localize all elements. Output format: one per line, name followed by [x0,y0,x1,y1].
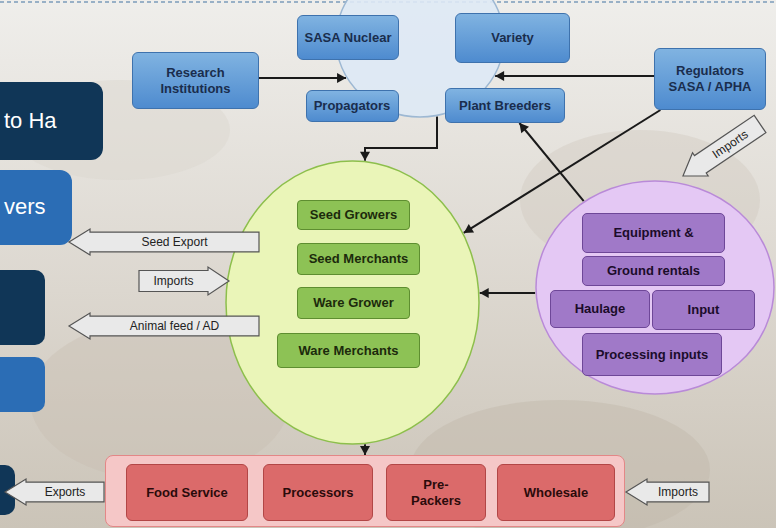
process-box: Seed Growers [297,200,410,230]
group-ellipse: SASA NuclearVarietyPropagatorsPlant Bree… [335,0,505,118]
section-tab [0,357,45,412]
arrow-outline [69,313,259,339]
process-box: Haulage [550,290,650,328]
process-box: Wholesale [497,464,615,521]
connector-arrow [360,116,437,160]
node-label: Plant Breeders [459,98,551,114]
connector-arrow [360,444,370,455]
process-box: Research Institutions [132,52,259,109]
arrow-head [480,288,489,298]
node-label: Processors [283,485,354,501]
node-label: Wholesale [524,485,588,501]
flow-arrow: Imports [138,266,230,296]
group-band: Food Service Processors Pre- Packers Wholes… [105,455,625,527]
section-tab [0,270,45,345]
node-label: Regulators SASA / APHA [661,63,759,94]
node-label: vers [4,194,46,220]
group-circle: Seed GrowersSeed MerchantsWare GrowerWar… [225,160,480,445]
node-label: Variety [491,30,534,46]
node-label: Imports [153,274,193,288]
node-label: Food Service [146,485,228,501]
arrow-head [337,73,346,83]
connector-line [365,116,437,160]
flow-arrow: Exports [4,478,105,506]
process-box: Equipment & [582,213,725,253]
process-box: Processing inputs [582,333,722,376]
flow-arrow: Imports [674,111,770,189]
connector-line [495,75,654,77]
process-box: Food Service [126,464,248,521]
arrow-outline [626,479,709,505]
group-circle: Equipment & Ground rentalsHaulage InputPro… [535,180,775,395]
node-label: SASA Nuclear [305,30,392,46]
node-label: Pre- Packers [405,477,467,508]
node-label: Research Institutions [139,65,252,96]
process-box: Input [652,290,755,330]
process-box: SASA Nuclear [297,15,399,60]
connector-line [519,123,583,201]
arrow-outline [139,267,229,295]
node-label: to Ha [4,108,57,134]
arrow-head [464,224,474,233]
node-label: Ware Merchants [299,343,399,359]
flow-arrow: Imports [625,478,710,506]
arrow-outline [675,112,768,187]
node-label: Imports [658,485,698,499]
flow-arrow: Seed Export [68,228,260,256]
node-label: Animal feed / AD [130,319,219,333]
arrow-head [360,446,370,455]
process-box: Ground rentals [582,256,725,286]
node-label: Seed Export [141,235,207,249]
process-box: Ware Merchants [277,333,420,368]
node-label: Propagators [314,98,391,114]
connector-arrow [495,71,654,81]
arrow-head [360,152,370,161]
process-box: Seed Merchants [297,243,420,275]
section-tab: vers [0,170,72,245]
arrow-head [519,123,529,133]
node-label: Seed Merchants [309,251,409,267]
flow-arrow: Animal feed / AD [68,312,260,340]
arrow-outline [69,229,259,255]
ellipse-outline [536,181,774,394]
section-tab [0,465,15,515]
node-label: Imports [710,127,751,161]
node-label: Haulage [575,301,626,317]
process-box: Propagators [306,90,399,122]
node-label: Exports [45,485,86,499]
arrow-outline [5,479,104,505]
node-label: Ground rentals [607,263,700,279]
process-box: Pre- Packers [386,464,486,521]
node-label: Ware Grower [313,295,393,311]
process-box: Regulators SASA / APHA [654,48,766,110]
section-tab: to Ha [0,82,103,160]
node-label: Processing inputs [596,347,709,363]
process-box: Processors [263,464,373,521]
connector-arrow [519,123,583,201]
connector-arrow [259,73,346,83]
connector-arrow [480,288,535,298]
node-label: Input [688,302,720,318]
arrow-head [495,71,504,81]
connector-line [259,77,346,79]
node-label: Equipment & [613,225,693,241]
top-rule [0,1,776,3]
process-box: Ware Grower [297,287,410,319]
node-label: Seed Growers [310,207,397,223]
process-box: Variety [455,13,570,63]
process-box: Plant Breeders [445,88,565,123]
ellipse-outline [226,161,479,444]
